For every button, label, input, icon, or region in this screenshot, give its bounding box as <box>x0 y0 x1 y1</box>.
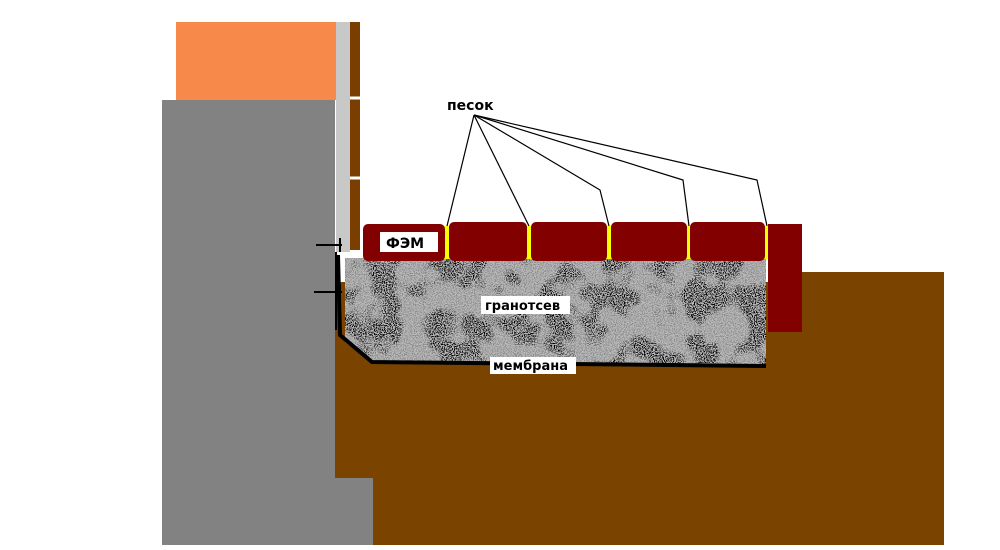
fem-label: ФЭМ <box>386 236 424 252</box>
sand-pointer <box>473 114 768 227</box>
brick-wall <box>176 22 336 100</box>
sand-joint <box>764 226 770 259</box>
granite-label: гранотсев <box>485 299 560 314</box>
paver-stone <box>449 222 527 261</box>
sand-joint <box>606 226 612 259</box>
sand-pointer-lines <box>446 114 768 227</box>
sand-pointer <box>473 114 530 227</box>
wall-facing-dark <box>350 22 360 250</box>
nail-markers <box>314 238 342 330</box>
sand-label: песок <box>447 98 494 114</box>
wall-facing-light <box>336 22 350 252</box>
paver-stone <box>690 222 765 261</box>
membrane-label-box <box>490 357 576 374</box>
sand-joint <box>686 226 692 259</box>
sand-joint <box>526 226 532 259</box>
concrete-footing <box>162 478 373 545</box>
curb-stone <box>768 224 802 332</box>
paver-stone <box>531 222 607 261</box>
sand-joint <box>444 226 450 259</box>
fem-label-box <box>380 232 438 252</box>
sand-pointer <box>473 114 610 227</box>
sand-pointer <box>446 114 475 227</box>
paver-stone <box>611 222 687 261</box>
concrete-foundation <box>162 100 335 478</box>
membrane-label: мембрана <box>493 359 568 374</box>
granite-label-box <box>481 296 570 314</box>
sand-pointer <box>473 114 690 227</box>
